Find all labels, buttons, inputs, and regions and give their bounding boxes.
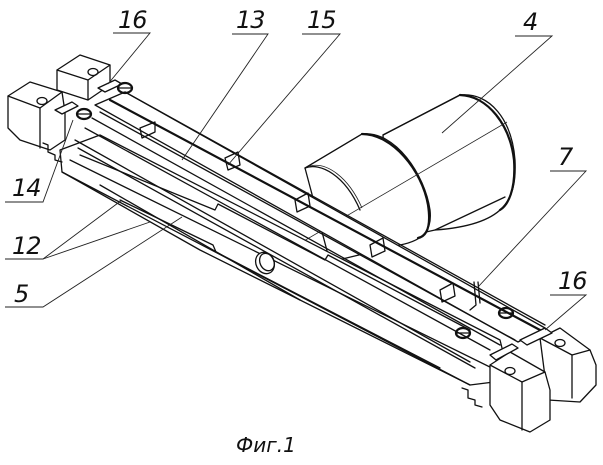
- callout-13: 13: [181, 6, 269, 161]
- end-clamp-plate-left: [54, 79, 123, 115]
- callout-label: 16: [558, 267, 587, 295]
- end-clamp-plate-right: [489, 327, 553, 361]
- callout-7: 7: [477, 143, 588, 288]
- fixing-screw-left: [75, 81, 134, 121]
- callout-label: 15: [307, 6, 336, 34]
- spacer-block: [139, 121, 456, 303]
- fixing-screw-right: [454, 306, 515, 340]
- left-end-assembly: [7, 54, 134, 163]
- callout-label: 14: [12, 174, 41, 202]
- center-pin: [254, 251, 276, 275]
- callout-label: 12: [12, 232, 41, 260]
- callout-4: 4: [441, 8, 554, 134]
- callout-label: 7: [558, 143, 574, 171]
- callout-15: 15: [227, 6, 341, 166]
- spring-contact: [469, 281, 481, 311]
- callout-16-right: 16: [544, 267, 588, 331]
- elastic-plates: [74, 139, 476, 369]
- callout-12: 12: [5, 199, 151, 260]
- figure-caption: Фиг.1: [236, 433, 296, 457]
- callout-label: 16: [118, 6, 147, 34]
- right-end-assembly: [454, 281, 597, 433]
- callout-label: 5: [14, 280, 28, 308]
- callout-5: 5: [5, 216, 183, 308]
- callout-label: 13: [236, 6, 265, 34]
- callout-label: 4: [523, 8, 537, 36]
- callout-14: 14: [5, 119, 74, 203]
- callout-16-left: 16: [107, 6, 151, 85]
